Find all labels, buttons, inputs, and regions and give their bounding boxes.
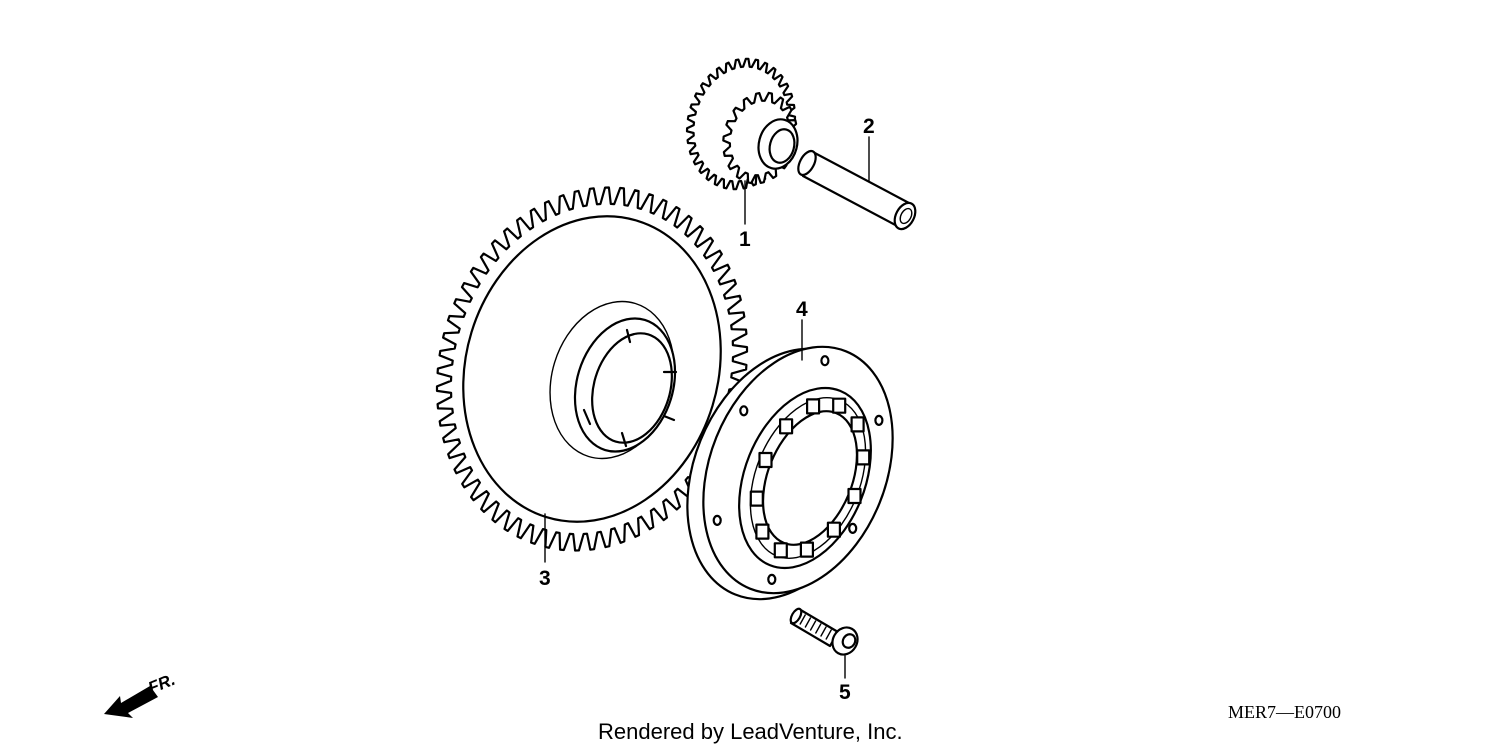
clutch-roller — [856, 449, 871, 466]
small-double-gear-icon[interactable] — [685, 57, 803, 191]
clutch-bolt-hole — [820, 355, 830, 367]
clutch-bolt-hole — [739, 405, 749, 417]
clutch-bolt-hole — [767, 573, 777, 586]
clutch-roller — [749, 490, 764, 507]
leader-lines — [544, 136, 870, 679]
front-arrow-icon — [104, 686, 158, 718]
credit-line: Rendered by LeadVenture, Inc. — [598, 719, 903, 744]
callout-5[interactable]: 5 — [839, 681, 851, 704]
callout-4[interactable]: 4 — [796, 298, 808, 321]
clutch-roller — [850, 416, 865, 433]
front-direction-marker: FR. — [104, 670, 178, 718]
clutch-roller — [832, 397, 847, 414]
clutch-roller — [755, 523, 770, 540]
clutch-roller — [805, 398, 821, 415]
callout-1[interactable]: 1 — [739, 228, 751, 251]
clutch-bolt-hole — [848, 522, 858, 535]
clutch-bolt-hole — [712, 514, 722, 527]
callout-3[interactable]: 3 — [539, 567, 551, 590]
clutch-roller — [799, 541, 815, 558]
diagram-code: MER7—E0700 — [1228, 702, 1341, 722]
clutch-roller — [847, 487, 862, 505]
clutch-roller — [773, 542, 788, 559]
one-way-clutch-icon[interactable] — [652, 318, 928, 628]
shaft-pin-icon[interactable] — [795, 148, 920, 232]
front-label: FR. — [145, 670, 178, 698]
starter-driven-gear-icon[interactable] — [426, 184, 758, 554]
clutch-roller — [758, 451, 773, 469]
clutch-bolt-hole — [874, 414, 884, 426]
clutch-roller — [826, 521, 842, 538]
callout-2[interactable]: 2 — [863, 115, 875, 138]
clutch-roller — [778, 418, 794, 435]
socket-bolt-icon[interactable] — [789, 607, 863, 659]
